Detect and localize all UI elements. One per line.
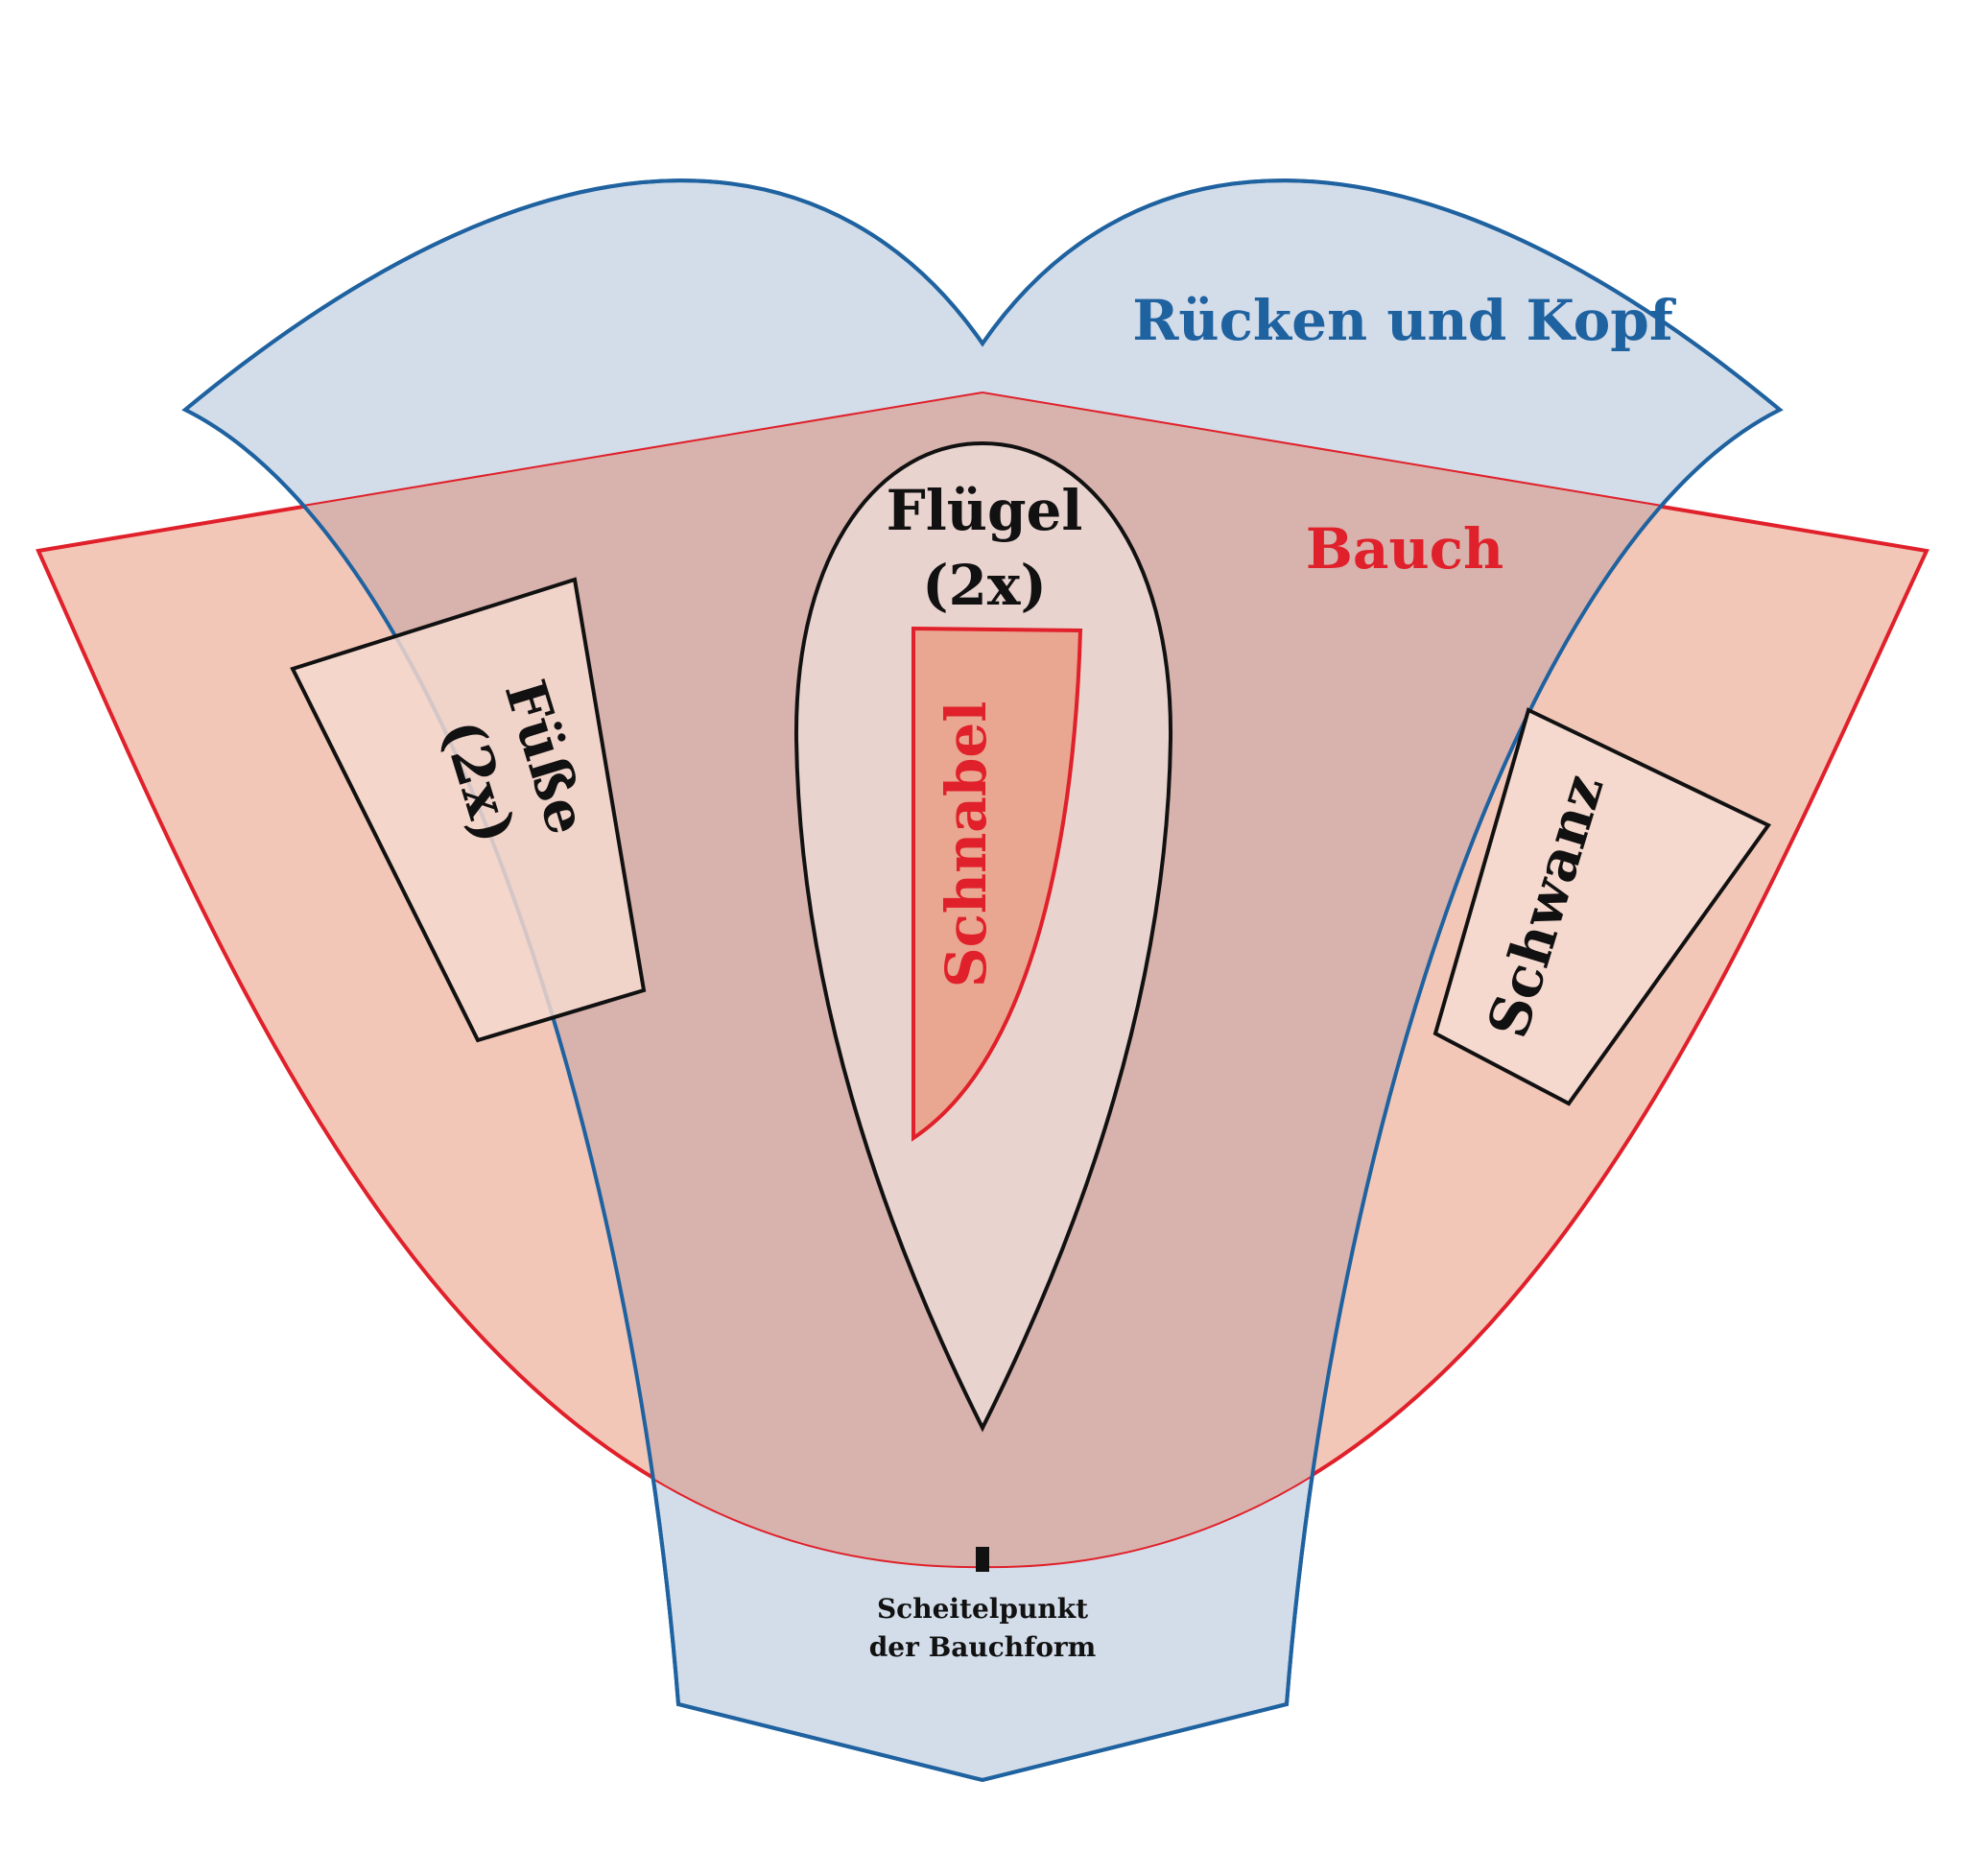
wing-label-line1: Flügel bbox=[887, 478, 1083, 543]
apex-label-line2: der Bauchform bbox=[869, 1631, 1097, 1663]
back-outline bbox=[181, 178, 1784, 1783]
tail-piece bbox=[1432, 707, 1772, 1106]
beak-piece bbox=[911, 626, 1083, 1142]
back-and-head-label: Rücken und Kopf bbox=[1132, 288, 1677, 353]
apex-marker bbox=[976, 1547, 989, 1572]
apex-label-line1: Scheitelpunkt bbox=[877, 1593, 1088, 1625]
belly-label: Bauch bbox=[1306, 516, 1503, 582]
beak-label: Schnabel bbox=[934, 701, 999, 988]
wing-label-line2: (2x) bbox=[922, 553, 1047, 618]
feet-piece bbox=[290, 577, 647, 1043]
